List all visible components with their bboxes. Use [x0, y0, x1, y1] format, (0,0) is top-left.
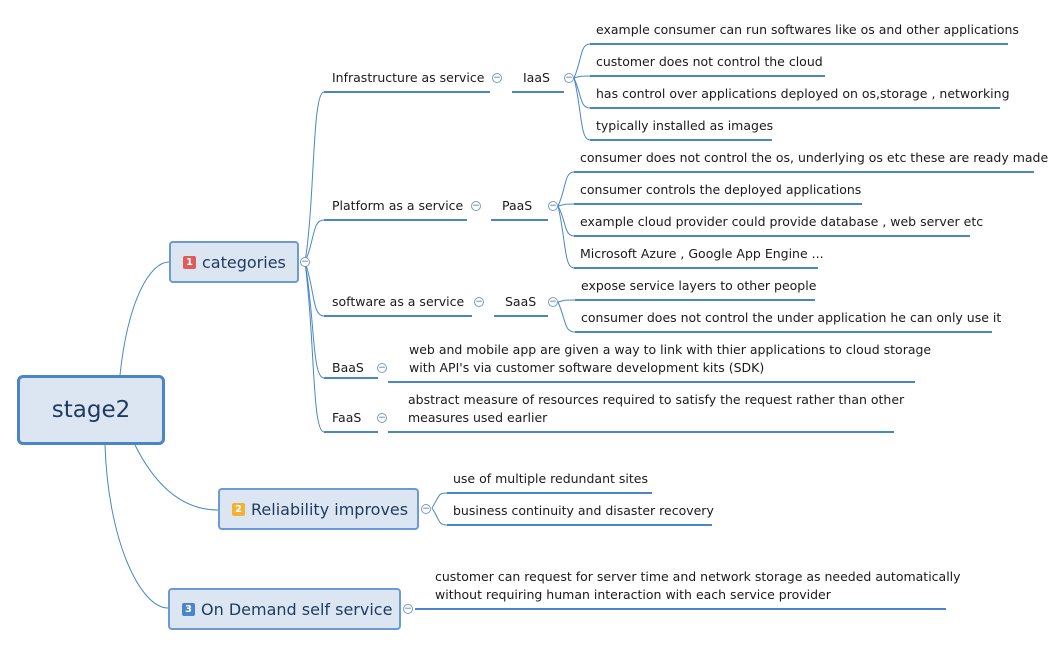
subtopic-iaas-abbr[interactable]: IaaS — [523, 70, 550, 85]
subtopic-saas-abbr[interactable]: SaaS — [505, 294, 537, 309]
saas-item[interactable]: expose service layers to other people — [581, 278, 817, 293]
subtopic-baas-label[interactable]: BaaS — [332, 360, 364, 375]
paas-item[interactable]: consumer controls the deployed applicati… — [580, 182, 862, 197]
subtopic-paas-abbr[interactable]: PaaS — [502, 198, 533, 213]
baas-item[interactable]: with API's via customer software develop… — [409, 360, 765, 375]
baas-item[interactable]: web and mobile app are given a way to li… — [409, 342, 932, 357]
topic-reliability-label: Reliability improves — [251, 499, 409, 519]
root-topic-label: stage2 — [51, 397, 131, 423]
priority-1-badge: 1 — [183, 255, 196, 269]
paas-item[interactable]: consumer does not control the os, underl… — [580, 150, 1049, 165]
reliability-item[interactable]: business continuity and disaster recover… — [453, 503, 714, 518]
on-demand-item[interactable]: customer can request for server time and… — [435, 569, 961, 584]
collapse-saas-label-icon[interactable]: − — [474, 297, 484, 307]
collapse-paas-label-icon[interactable]: − — [471, 201, 481, 211]
saas-item[interactable]: consumer does not control the under appl… — [581, 310, 1002, 325]
iaas-item[interactable]: has control over applications deployed o… — [596, 86, 1010, 101]
collapse-paas-icon[interactable]: − — [548, 201, 558, 211]
paas-item[interactable]: Microsoft Azure , Google App Engine ... — [580, 246, 824, 261]
collapse-on-demand-icon[interactable]: − — [403, 604, 413, 614]
faas-item[interactable]: abstract measure of resources required t… — [408, 392, 905, 407]
collapse-iaas-label-icon[interactable]: − — [492, 73, 502, 83]
collapse-reliability-icon[interactable]: − — [421, 504, 431, 514]
paas-item[interactable]: example cloud provider could provide dat… — [580, 214, 984, 229]
collapse-categories-icon[interactable]: − — [300, 257, 310, 267]
root-topic-stage2[interactable]: stage2 — [17, 375, 165, 445]
subtopic-faas-label[interactable]: FaaS — [332, 410, 362, 425]
on-demand-item[interactable]: without requiring human interaction with… — [435, 587, 831, 602]
subtopic-paas-label[interactable]: Platform as a service — [332, 198, 464, 213]
topic-on-demand-label: On Demand self service — [201, 599, 393, 619]
topic-categories[interactable]: 1 categories — [169, 241, 299, 283]
collapse-iaas-icon[interactable]: − — [564, 73, 574, 83]
iaas-item[interactable]: example consumer can run softwares like … — [596, 22, 1019, 37]
subtopic-iaas-label[interactable]: Infrastructure as service — [332, 70, 485, 85]
priority-3-badge: 3 — [182, 602, 195, 616]
collapse-faas-icon[interactable]: − — [377, 413, 387, 423]
topic-on-demand[interactable]: 3 On Demand self service — [168, 588, 401, 630]
collapse-saas-icon[interactable]: − — [548, 297, 558, 307]
iaas-item[interactable]: typically installed as images — [596, 118, 774, 133]
priority-2-badge: 2 — [232, 502, 245, 516]
subtopic-saas-label[interactable]: software as a service — [332, 294, 465, 309]
topic-categories-label: categories — [202, 252, 286, 272]
reliability-item[interactable]: use of multiple redundant sites — [453, 471, 648, 486]
iaas-item[interactable]: customer does not control the cloud — [596, 54, 823, 69]
faas-item[interactable]: measures used earlier — [408, 410, 548, 425]
collapse-baas-icon[interactable]: − — [377, 363, 387, 373]
topic-reliability[interactable]: 2 Reliability improves — [218, 488, 419, 530]
